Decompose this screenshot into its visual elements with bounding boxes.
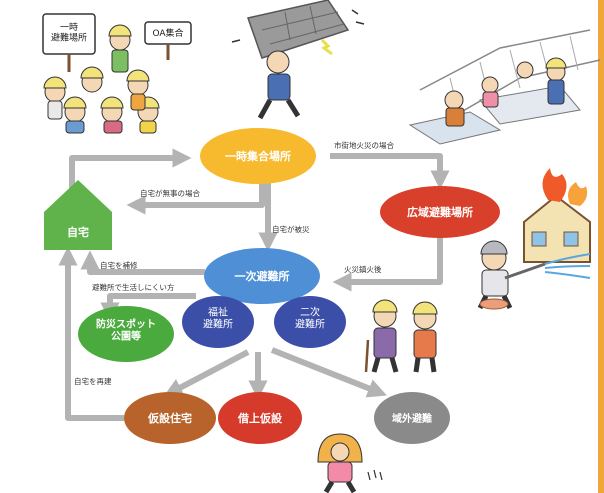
node-temporary-housing-label: 仮設住宅 xyxy=(147,411,192,425)
arrow-wide-area-to-primary xyxy=(332,236,443,292)
edge-label-urban-fire: 市街地火災の場合 xyxy=(334,140,394,150)
shelter-gym-illustration xyxy=(408,29,601,145)
node-tent-shelter-label: 借上仮設 xyxy=(237,411,283,425)
illustration-sign-left: 一時避難場所 xyxy=(51,22,87,43)
edge-label-home-damaged: 自宅が被災 xyxy=(272,224,310,234)
node-tent-shelter: 借上仮設 xyxy=(218,392,302,444)
node-home-label: 自宅 xyxy=(67,225,89,239)
node-out-of-area: 域外避難 xyxy=(374,392,450,444)
people-assembling-illustration: 一時避難場所 OA集合 xyxy=(42,13,192,134)
evacuating-child-illustration xyxy=(317,433,383,493)
orange-frame-edge xyxy=(598,0,604,493)
edge-label-hard-to-live: 避難所で生活しにくい方 xyxy=(92,282,175,292)
edge-label-home-safe: 自宅が無事の場合 xyxy=(140,188,200,198)
arrow-temporary-housing-to-home xyxy=(58,246,124,421)
edge-label-rebuild-home: 自宅を再建 xyxy=(74,376,112,386)
arrow-primary-to-home xyxy=(80,250,205,275)
arrow-assembly-to-wide-area xyxy=(330,153,450,190)
node-wide-area-evacuation: 広域避難場所 xyxy=(380,186,500,238)
node-disaster-spot: 防災スポット公園等 xyxy=(78,306,174,362)
falling-wall-illustration xyxy=(231,0,365,120)
node-welfare-shelter: 福祉避難所 xyxy=(182,296,254,348)
node-welfare-shelter-label: 福祉避難所 xyxy=(203,306,233,331)
arrow-primary-to-temporary-housing xyxy=(163,349,250,397)
node-temporary-housing: 仮設住宅 xyxy=(124,392,216,444)
node-wide-area-evacuation-label: 広域避難場所 xyxy=(407,205,473,219)
illustration-sign-right: OA集合 xyxy=(152,27,183,39)
firefighter-illustration xyxy=(477,240,591,310)
node-secondary-shelter-label: 二次避難所 xyxy=(295,306,325,331)
node-out-of-area-label: 域外避難 xyxy=(392,412,432,425)
node-primary-shelter: 一次避難所 xyxy=(204,248,320,304)
elderly-people-illustration xyxy=(364,299,438,373)
node-home: 自宅 xyxy=(44,180,112,250)
node-disaster-spot-label: 防災スポット公園等 xyxy=(96,318,156,343)
arrow-primary-to-out-of-area xyxy=(270,347,387,398)
node-temporary-assembly: 一時集合場所 xyxy=(200,128,316,184)
node-primary-shelter-label: 一次避難所 xyxy=(235,269,290,283)
burning-house-illustration xyxy=(523,168,591,263)
edge-label-repair-home: 自宅を補修 xyxy=(100,260,138,270)
arrow-home-to-assembly xyxy=(69,148,192,190)
node-secondary-shelter: 二次避難所 xyxy=(274,296,346,348)
edge-label-fire-extinguished: 火災鎮火後 xyxy=(344,264,382,274)
arrow-primary-to-disaster-spot xyxy=(100,293,196,322)
arrow-assembly-to-home xyxy=(126,182,265,215)
node-temporary-assembly-label: 一時集合場所 xyxy=(225,149,291,163)
